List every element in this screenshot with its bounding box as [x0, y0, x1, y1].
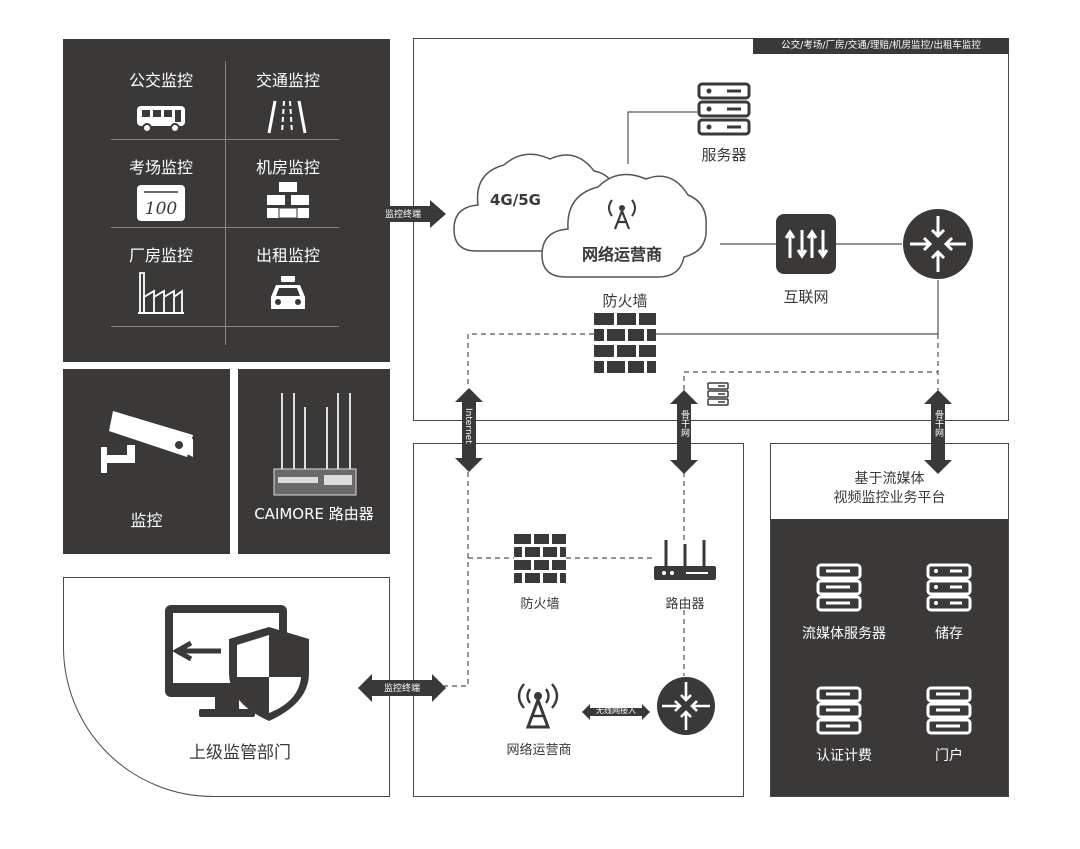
- monitor-terminal-arrow-bottom: [358, 674, 446, 702]
- switch-icon: [776, 214, 836, 274]
- backbone-right-label: 骨干网: [933, 410, 943, 437]
- router-tile-label: CAIMORE 路由器: [254, 505, 374, 523]
- platform-title-line1: 基于流媒体: [854, 471, 925, 487]
- panel-divider-h2: [111, 227, 339, 228]
- category-label-exam: 考场监控: [128, 158, 193, 177]
- monitor-category-panel: 公交监控 交通监控 考场监控 100 机房监控 厂房监控 出租监控: [63, 39, 390, 362]
- backbone-arrow-mid: [670, 390, 698, 474]
- small-server-icon: [707, 382, 729, 406]
- cloud-4g5g-label: 4G/5G: [490, 191, 541, 209]
- wireless-access-arrow: [582, 704, 650, 720]
- category-label-traffic: 交通监控: [255, 71, 320, 90]
- billing-icon: [816, 686, 862, 735]
- panel-divider-h1: [111, 139, 339, 140]
- core-router-icon: [903, 209, 973, 279]
- category-label-bus: 公交监控: [128, 71, 193, 90]
- server-rack-icon: [267, 182, 309, 219]
- cloud-carrier-label: 网络运营商: [581, 245, 662, 264]
- mid-carrier-label: 网络运营商: [506, 743, 572, 758]
- scenario-tag: 公交/考场/厂房/交通/理赔/机房监控/出租车监控: [753, 38, 1009, 54]
- internet-arrow-label: Internet: [463, 408, 473, 444]
- top-firewall-icon: [594, 313, 656, 373]
- upper-department-label: 上级监管部门: [189, 743, 291, 763]
- panel-divider-vertical: [225, 61, 226, 345]
- mid-cell-tower-icon: [517, 683, 559, 729]
- category-label-taxi: 出租监控: [255, 246, 320, 265]
- backbone-arrow-right: [924, 390, 952, 474]
- internet-arrow: [455, 388, 483, 472]
- road-icon: [267, 100, 307, 134]
- backbone-mid-label: 骨干网: [679, 410, 689, 437]
- category-label-factory: 厂房监控: [128, 246, 193, 265]
- mid-core-router-icon: [657, 677, 715, 735]
- storage-icon: [926, 563, 972, 612]
- wireless-access-label: 无线网接入: [596, 706, 636, 715]
- monitor-shield-icon: [165, 605, 309, 721]
- monitor-terminal-arrow-top: [374, 200, 446, 228]
- stream-server-icon: [816, 563, 862, 612]
- platform-item-portal: 门户: [935, 748, 963, 764]
- wifi-router-icon: [654, 540, 716, 580]
- taxi-icon: [271, 276, 305, 309]
- monitor-terminal-label-bottom: 监控终端: [383, 684, 420, 694]
- server-icon: [697, 82, 751, 136]
- svg-text:100: 100: [145, 199, 178, 219]
- top-firewall-label: 防火墙: [602, 292, 648, 310]
- platform-title-line2: 视频监控业务平台: [833, 490, 946, 506]
- mid-router-label: 路由器: [665, 597, 705, 612]
- cell-tower-icon: [608, 199, 636, 230]
- bus-icon: [137, 106, 185, 133]
- panel-divider-h3: [111, 326, 339, 327]
- platform-item-storage: 储存: [935, 626, 963, 642]
- category-label-server-room: 机房监控: [255, 158, 320, 177]
- camera-tile: 监控: [63, 369, 230, 554]
- camera-label: 监控: [130, 511, 163, 530]
- portal-icon: [926, 686, 972, 735]
- exam-score-icon: 100: [137, 185, 185, 221]
- mid-firewall-label: 防火墙: [520, 597, 560, 612]
- monitor-terminal-label-top: 监控终端: [384, 210, 421, 220]
- cctv-camera-icon: [101, 411, 193, 473]
- factory-icon: [138, 272, 184, 314]
- platform-item-stream-server: 流媒体服务器: [802, 626, 886, 642]
- cloud-carrier-icon: [541, 173, 707, 278]
- mid-firewall-icon: [514, 534, 566, 583]
- router-tile: CAIMORE 路由器: [238, 369, 390, 554]
- platform-item-billing: 认证计费: [816, 748, 872, 764]
- server-label: 服务器: [701, 146, 747, 164]
- internet-label: 互联网: [783, 288, 829, 306]
- industrial-router-icon: [273, 393, 357, 496]
